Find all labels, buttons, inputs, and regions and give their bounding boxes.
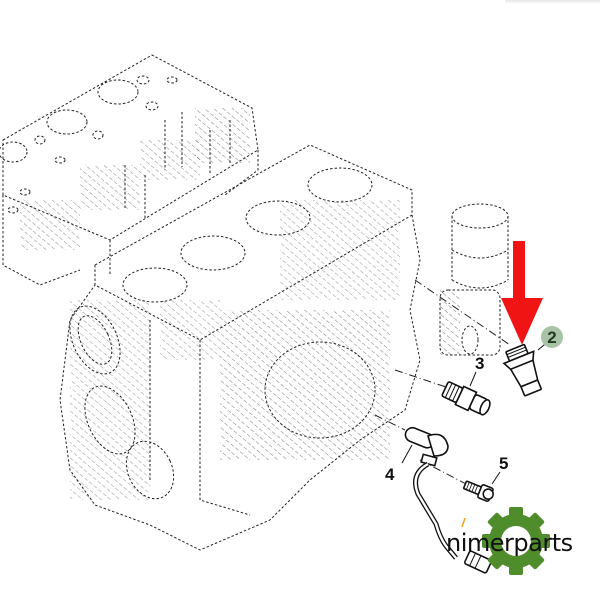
part-5-bolt (463, 471, 501, 502)
center-lines (374, 279, 511, 486)
highlight-arrow (501, 241, 543, 345)
callout-3-label: 3 (475, 354, 485, 373)
callout-2-label: 2 (547, 327, 557, 347)
callout-5-label: 5 (499, 454, 509, 473)
top-edge-shadow (505, 0, 600, 4)
part-3-temperature-sensor (441, 371, 491, 416)
part-4-speed-sensor (401, 426, 492, 574)
watermark-gear-icon (482, 507, 550, 575)
callout-badge-2: 2 (541, 326, 563, 348)
part-2-oil-pressure-switch (502, 339, 551, 397)
callout-4-label: 4 (385, 465, 395, 484)
cylinder-head (0, 54, 259, 286)
oil-filter (439, 203, 509, 356)
watermark-text: nimerparts (446, 529, 573, 557)
watermark-accent (461, 517, 466, 528)
engine-block (59, 144, 421, 551)
